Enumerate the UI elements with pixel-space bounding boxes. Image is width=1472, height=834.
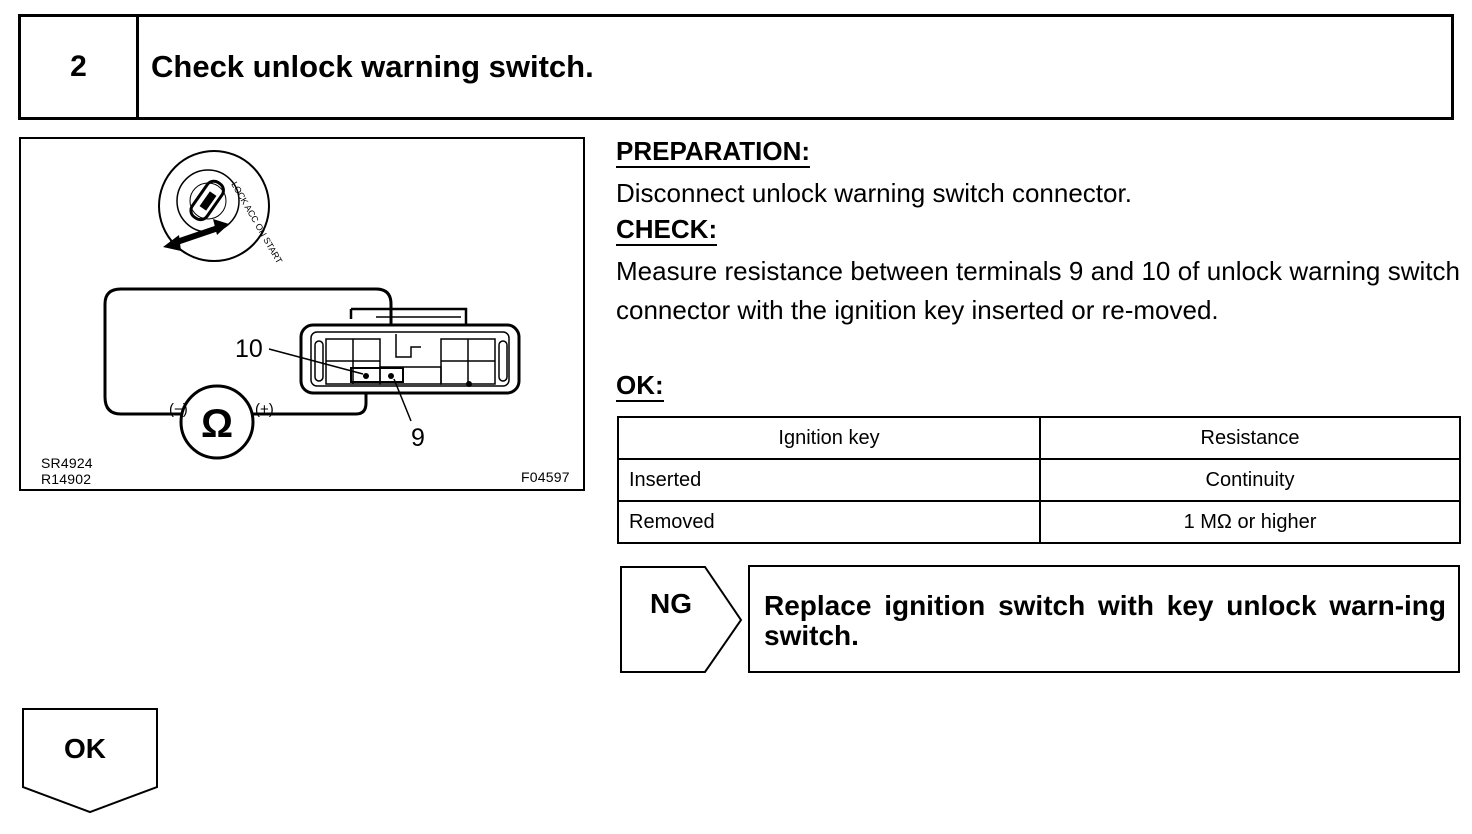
connector-icon bbox=[299, 307, 521, 395]
connector-diagram: LOCK ACC ON START Ω (−) (+) bbox=[103, 150, 521, 460]
plus-label: (+) bbox=[255, 401, 274, 418]
wire-right bbox=[249, 379, 368, 416]
preparation-text: Disconnect unlock warning switch connect… bbox=[616, 178, 1132, 208]
check-text: Measure resistance between terminals 9 a… bbox=[616, 256, 1460, 325]
preparation-heading: PREPARATION: bbox=[616, 136, 811, 168]
wiring-figure: LOCK ACC ON START Ω (−) (+) bbox=[19, 137, 585, 491]
figure-code-right: F04597 bbox=[521, 469, 570, 485]
step-header: 2 Check unlock warning switch. bbox=[18, 14, 1454, 120]
ng-tab-shape bbox=[620, 566, 743, 673]
table-cell: 1 MΩ or higher bbox=[1039, 500, 1461, 544]
step-number: 2 bbox=[21, 17, 139, 117]
leader-9 bbox=[393, 378, 412, 422]
table-header: Ignition key bbox=[617, 416, 1041, 460]
ohmmeter-icon bbox=[179, 384, 255, 460]
terminal-9-label: 9 bbox=[411, 424, 425, 452]
check-heading: CHECK: bbox=[616, 214, 718, 246]
table-header: Resistance bbox=[1039, 416, 1461, 460]
ok-heading: OK: bbox=[616, 370, 664, 402]
table-cell: Inserted bbox=[617, 458, 1041, 502]
step-title: Check unlock warning switch. bbox=[151, 49, 594, 84]
table-row: Inserted Continuity bbox=[617, 458, 1461, 502]
terminal-10-label: 10 bbox=[235, 335, 263, 363]
ok-tab-shape bbox=[22, 708, 158, 814]
ohm-symbol: Ω bbox=[201, 402, 233, 446]
table-header-row: Ignition key Resistance bbox=[617, 416, 1461, 460]
figure-code-left: SR4924 R14902 bbox=[41, 455, 93, 487]
minus-label: (−) bbox=[169, 401, 188, 418]
table-cell: Continuity bbox=[1039, 458, 1461, 502]
ok-label: OK bbox=[64, 733, 106, 764]
table-row: Removed 1 MΩ or higher bbox=[617, 500, 1461, 544]
ng-label: NG bbox=[650, 588, 692, 619]
resistance-table: Ignition key Resistance Inserted Continu… bbox=[617, 416, 1461, 544]
leader-10 bbox=[268, 348, 364, 375]
table-cell: Removed bbox=[617, 500, 1041, 544]
ignition-key-icon bbox=[158, 150, 270, 262]
ng-action-box: Replace ignition switch with key unlock … bbox=[748, 565, 1460, 673]
wire-left bbox=[103, 287, 393, 416]
